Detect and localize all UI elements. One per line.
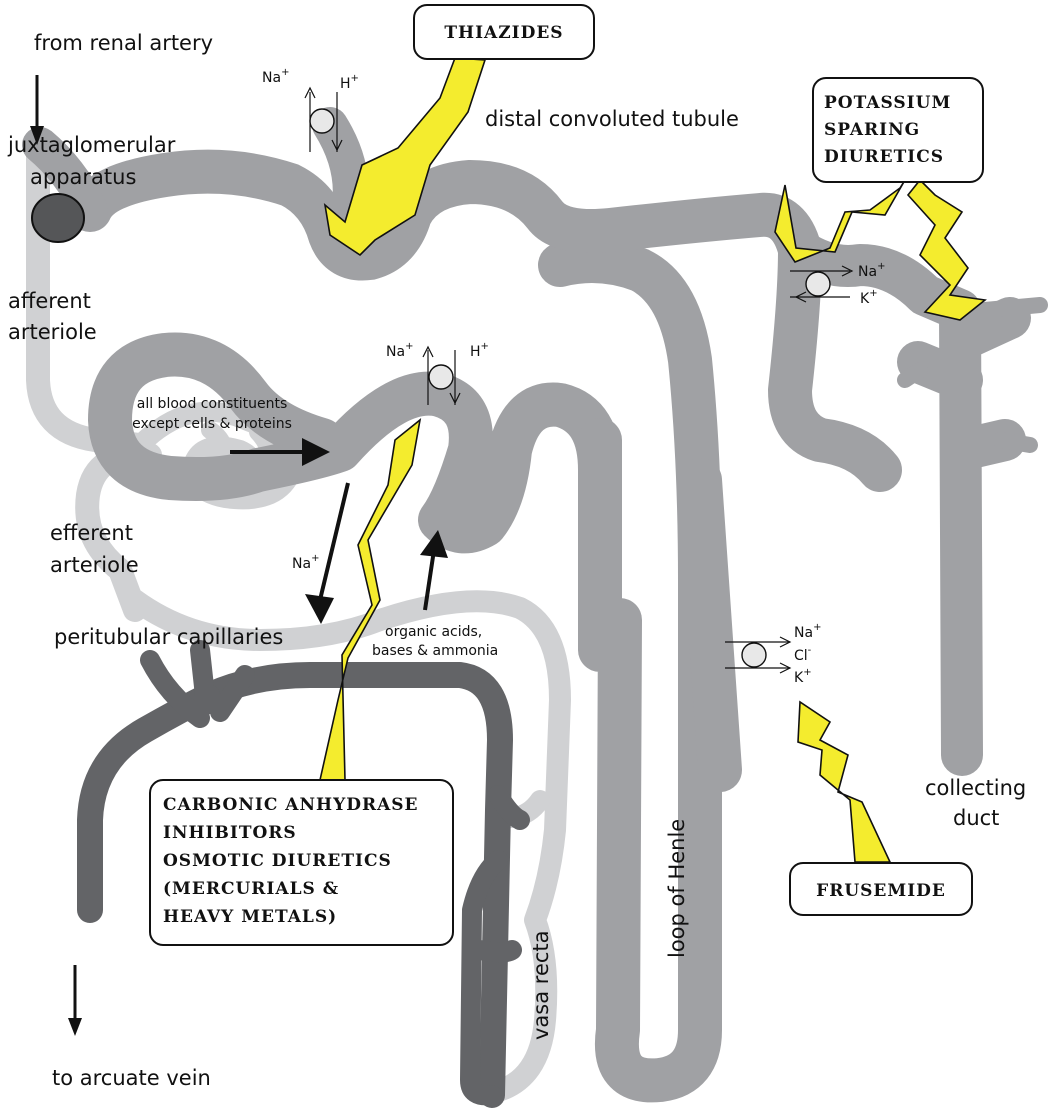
carbonic-label-line2: INHIBITORS — [163, 823, 297, 843]
ion-na-text: Na — [386, 344, 405, 360]
ion-charge: + — [281, 67, 289, 78]
frusemide-label: FRUSEMIDE — [816, 881, 946, 901]
ion-na-reabsorb: Na+ — [292, 553, 319, 572]
ion-na-text: Na — [292, 556, 311, 572]
carbonic-label-line5: HEAVY METALS) — [163, 907, 337, 927]
juxtaglomerular-apparatus — [32, 194, 84, 242]
ion-charge: + — [311, 553, 319, 564]
label-peritubular: peritubular capillaries — [54, 625, 283, 649]
ions-proximal-pump: Na+ H+ — [386, 341, 489, 360]
loop-of-henle-tube — [560, 261, 720, 1080]
label-collecting-2: duct — [953, 806, 999, 830]
label-organic-1: organic acids, — [385, 624, 482, 640]
ion-charge: - — [808, 645, 812, 656]
ion-na-text: Na — [858, 264, 877, 280]
ion-charge: + — [803, 667, 811, 678]
label-efferent-2: arteriole — [50, 553, 139, 577]
ion-charge: + — [877, 261, 885, 272]
svg-text:Cl-: Cl- — [794, 645, 812, 664]
potassium-sparing-box: POTASSIUM SPARING DIURETICS — [813, 78, 983, 182]
label-organic-2: bases & ammonia — [372, 643, 498, 659]
label-from-renal-artery: from renal artery — [34, 31, 213, 55]
label-afferent-2: arteriole — [8, 320, 97, 344]
label-loop-of-henle: loop of Henle — [665, 819, 689, 958]
svg-text:Na+: Na+ — [386, 341, 413, 360]
label-filtrate-1: all blood constituents — [137, 396, 288, 412]
ion-charge: + — [405, 341, 413, 352]
label-juxtaglomerular-1: juxtaglomerular — [7, 133, 176, 157]
frusemide-box: FRUSEMIDE — [790, 863, 972, 915]
ion-h-text: H — [340, 76, 351, 92]
ion-na-text: Na — [262, 70, 281, 86]
ions-na-cl-k-pump: Na+ Cl- K+ — [794, 622, 821, 686]
arrow-to-arcuate-vein — [68, 965, 82, 1036]
potassium-label-line3: DIURETICS — [824, 147, 944, 167]
svg-text:H+: H+ — [340, 73, 359, 92]
ion-na-text: Na — [794, 625, 813, 641]
ion-charge: + — [869, 288, 877, 299]
svg-text:H+: H+ — [470, 341, 489, 360]
label-efferent-1: efferent — [50, 521, 133, 545]
carbonic-label-line4: (MERCURIALS & — [163, 879, 339, 899]
label-to-arcuate-vein: to arcuate vein — [52, 1066, 211, 1090]
label-vasa-recta: vasa recta — [529, 930, 553, 1040]
svg-text:K+: K+ — [794, 667, 812, 686]
label-collecting-1: collecting — [925, 776, 1026, 800]
thiazides-label: THIAZIDES — [444, 23, 563, 43]
svg-text:Na+: Na+ — [794, 622, 821, 641]
svg-text:Na+: Na+ — [292, 553, 319, 572]
label-distal-tubule: distal convoluted tubule — [485, 107, 739, 131]
carbonic-label-line1: CARBONIC ANHYDRASE — [163, 795, 419, 815]
svg-text:K+: K+ — [860, 288, 878, 307]
carbonic-label-line3: OSMOTIC DIURETICS — [163, 851, 392, 871]
label-filtrate-2: except cells & proteins — [132, 416, 292, 432]
potassium-label-line2: SPARING — [824, 120, 920, 140]
ion-charge: + — [481, 341, 489, 352]
frusemide-bolt — [798, 702, 890, 862]
ion-cl-text: Cl — [794, 648, 808, 664]
ion-charge: + — [813, 622, 821, 633]
ion-charge: + — [351, 73, 359, 84]
ion-h-text: H — [470, 344, 481, 360]
carbonic-anhydrase-box: CARBONIC ANHYDRASE INHIBITORS OSMOTIC DI… — [150, 780, 453, 945]
thiazides-box: THIAZIDES — [414, 5, 594, 59]
label-juxtaglomerular-2: apparatus — [30, 165, 136, 189]
pump-na-cl-k — [725, 637, 790, 673]
svg-text:Na+: Na+ — [262, 67, 289, 86]
label-afferent-1: afferent — [8, 289, 91, 313]
potassium-label-line1: POTASSIUM — [824, 93, 951, 113]
collecting-duct — [800, 250, 1040, 755]
